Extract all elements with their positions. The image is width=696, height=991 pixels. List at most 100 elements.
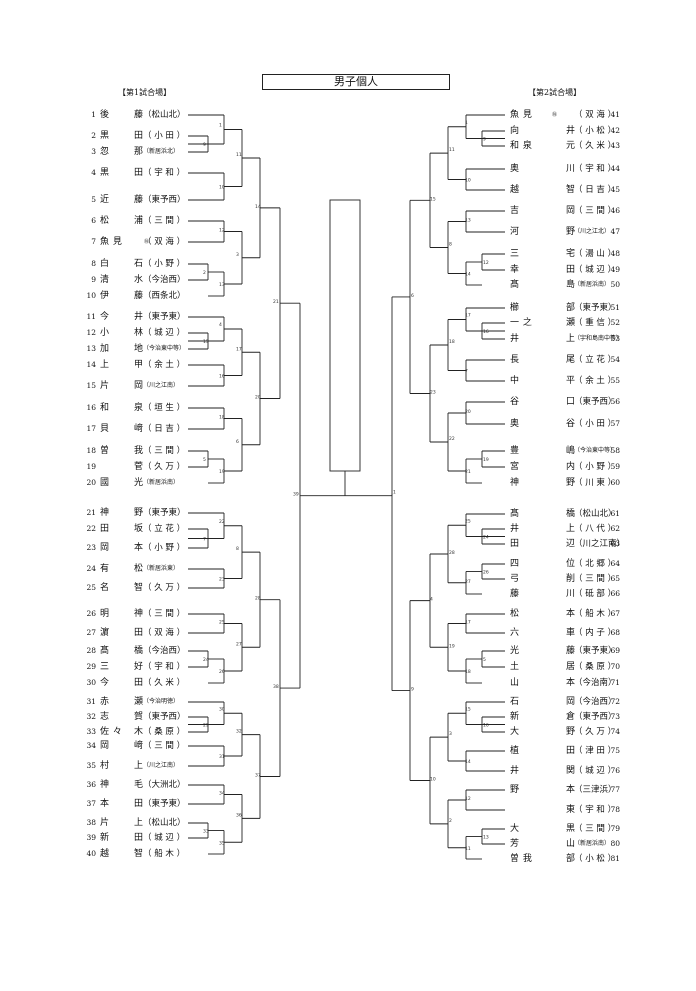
bout-number: 32 bbox=[236, 729, 242, 735]
entry-number: 79 bbox=[610, 824, 620, 833]
entry-family-name: 芳 bbox=[510, 839, 520, 849]
bout-number: 8 bbox=[449, 242, 452, 248]
entry-row: 髙島（新居浜南）50 bbox=[510, 278, 622, 292]
entry-school: （ 小 野 ） bbox=[143, 543, 186, 553]
bout-number: 30 bbox=[219, 706, 225, 712]
entry-school: （ 砥 部 ） bbox=[574, 589, 617, 599]
entry-row: 髙橋（松山北）61 bbox=[510, 507, 622, 521]
entry-number: 21 bbox=[86, 508, 96, 517]
bout-number: 28 bbox=[449, 550, 455, 556]
entry-given-name: 野 bbox=[134, 508, 144, 518]
entry-given-name: 菅 bbox=[134, 462, 144, 472]
bout-number: 8 bbox=[236, 546, 239, 552]
entry-number: 16 bbox=[86, 403, 96, 412]
entry-given-name: 内 bbox=[566, 462, 576, 472]
entry-school: （川之江南） bbox=[574, 539, 626, 549]
bout-number: 22 bbox=[219, 519, 225, 525]
entry-given-name: 岡 bbox=[566, 206, 576, 216]
bout-number: 20 bbox=[255, 395, 261, 401]
entry-school: （東予東） bbox=[143, 312, 186, 322]
entry-row: 井関（ 城 辺 ）76 bbox=[510, 764, 622, 778]
entry-family-name: 近 bbox=[100, 195, 110, 205]
entry-given-name: 部 bbox=[566, 854, 576, 864]
entry-given-name: 上 bbox=[566, 524, 576, 534]
entry-school: （ 久 万 ） bbox=[574, 727, 617, 737]
entry-school: （新居浜東） bbox=[143, 565, 180, 572]
entry-given-name: 瀬 bbox=[134, 697, 144, 707]
venue-label-2: 【第2試合場】 bbox=[528, 88, 582, 97]
entry-given-name: 嶋 bbox=[566, 446, 576, 456]
entry-row: 谷口（東予西）56 bbox=[510, 395, 622, 409]
bout-number: 35 bbox=[219, 840, 225, 846]
bout-number: 25 bbox=[465, 518, 471, 524]
entry-row: 芳山（新居浜南）80 bbox=[510, 837, 622, 851]
entry-number: 22 bbox=[86, 524, 96, 533]
entry-family-name: 大 bbox=[510, 727, 520, 737]
entry-given-name: 地 bbox=[134, 344, 144, 354]
entry-family-name: 今 bbox=[100, 312, 110, 322]
entry-family-name: 神 bbox=[510, 478, 520, 488]
entry-number: 55 bbox=[610, 376, 620, 385]
entry-family-name: 一 之 bbox=[510, 318, 533, 328]
entry-school: （ 日 吉 ） bbox=[574, 185, 617, 195]
entry-row: 奥谷（ 小 田 ）57 bbox=[510, 417, 622, 431]
bout-number: 9 bbox=[203, 142, 206, 148]
entry-family-name: 赤 bbox=[100, 697, 110, 707]
entry-number: 62 bbox=[610, 524, 620, 533]
entry-given-name: 島 bbox=[566, 280, 576, 290]
bout-number: 11 bbox=[236, 152, 242, 158]
entry-number: 43 bbox=[610, 141, 620, 150]
entry-row: 井上（宇和島南中等）53 bbox=[510, 332, 622, 346]
entry-school: （今治西） bbox=[143, 646, 186, 656]
entry-number: 57 bbox=[610, 419, 620, 428]
entry-number: 10 bbox=[86, 291, 96, 300]
entry-given-name: 黒 bbox=[566, 824, 576, 834]
entry-school: （三津浜） bbox=[574, 785, 617, 795]
entry-given-name: 居 bbox=[566, 662, 576, 672]
entry-family-name: 上 bbox=[100, 360, 110, 370]
entry-family-name: 國 bbox=[100, 478, 110, 488]
entry-family-name: 後 bbox=[100, 110, 110, 120]
bout-number: 12 bbox=[483, 260, 489, 266]
bout-number: 1 bbox=[219, 123, 222, 129]
entry-school: （ 三 間 ） bbox=[574, 824, 617, 834]
entry-family-name: 加 bbox=[100, 344, 110, 354]
entry-number: 73 bbox=[610, 712, 620, 721]
bout-number: 16 bbox=[219, 374, 225, 380]
bout-number: 2 bbox=[449, 818, 452, 824]
entry-family-name: 忽 bbox=[100, 147, 110, 157]
entry-number: 18 bbox=[86, 446, 96, 455]
entry-given-name: 上 bbox=[134, 761, 144, 771]
entry-family-name: 明 bbox=[100, 609, 110, 619]
bout-number: 26 bbox=[483, 570, 489, 576]
entry-family-name: 奥 bbox=[510, 164, 520, 174]
bout-number: 18 bbox=[449, 339, 455, 345]
entry-family-name: 長 bbox=[510, 355, 520, 365]
entry-number: 19 bbox=[86, 462, 96, 471]
entry-school: （東予西） bbox=[574, 397, 617, 407]
entry-row: 越智（ 日 吉 ）45 bbox=[510, 183, 622, 197]
entry-given-name: 那 bbox=[134, 147, 144, 157]
entry-number: 58 bbox=[610, 446, 620, 455]
entry-family-name: 和 bbox=[100, 403, 110, 413]
entry-school: （ 宇 和 ） bbox=[143, 662, 186, 672]
entry-school: （東予西） bbox=[574, 712, 617, 722]
entry-given-name: 田 bbox=[134, 628, 144, 638]
entry-row: 石岡（今治西）72 bbox=[510, 695, 622, 709]
entry-given-name: 泉 bbox=[134, 403, 144, 413]
bout-number: 15 bbox=[203, 339, 209, 345]
entry-school: （東予西） bbox=[143, 712, 186, 722]
entry-number: 7 bbox=[91, 237, 96, 246]
entry-school: （ 三 間 ） bbox=[143, 741, 186, 751]
entry-school: （ 川 東 ） bbox=[574, 478, 617, 488]
entry-family-name: 松 bbox=[510, 609, 520, 619]
entry-family-name: 髙 bbox=[510, 280, 520, 290]
